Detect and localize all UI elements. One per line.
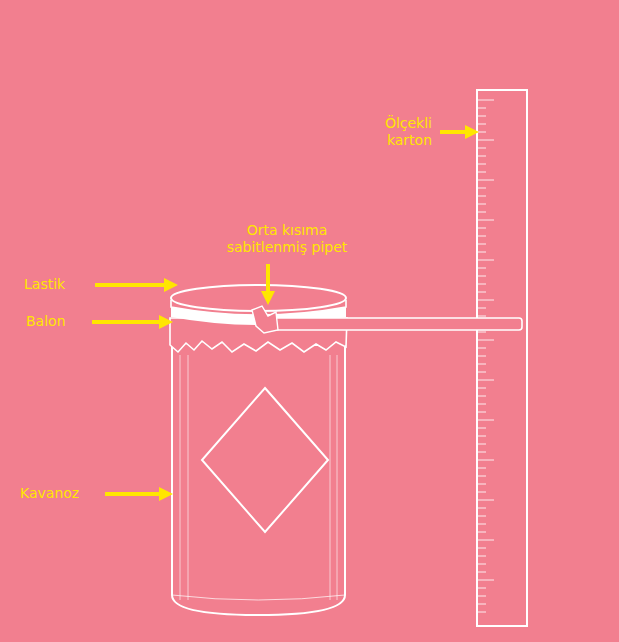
straw bbox=[262, 318, 522, 330]
jar-label-diamond bbox=[202, 388, 328, 532]
part-label: Orta kısıma sabitlenmiş pipet bbox=[212, 222, 362, 256]
part-label: Lastik bbox=[24, 276, 90, 293]
jar bbox=[172, 340, 345, 615]
scale-ticks bbox=[478, 100, 494, 612]
tape bbox=[252, 306, 278, 333]
scale-card bbox=[477, 90, 527, 626]
part-label: Balon bbox=[26, 313, 88, 330]
pointer-arrows bbox=[92, 125, 479, 501]
part-label: Kavanoz bbox=[20, 485, 102, 502]
part-label: Ölçekli karton bbox=[368, 115, 432, 149]
